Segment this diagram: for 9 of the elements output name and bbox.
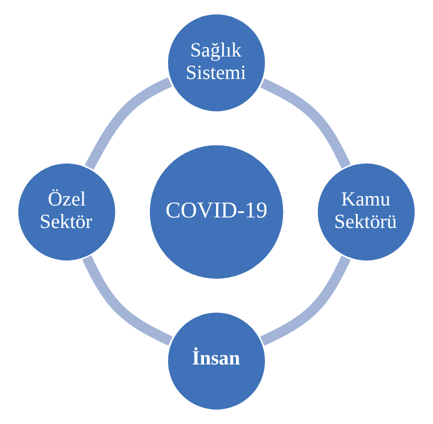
node-circle: Sağlık Sistemi (166, 12, 268, 114)
node-circle: Özel Sektör (16, 161, 118, 263)
node-circle: Kamu Sektörü (315, 161, 418, 263)
node-circle: COVID-19 (147, 142, 286, 282)
connector (260, 78, 351, 169)
connector (260, 256, 351, 346)
connector (84, 77, 172, 170)
connector (82, 255, 173, 346)
node-circle: İnsan (166, 310, 268, 412)
